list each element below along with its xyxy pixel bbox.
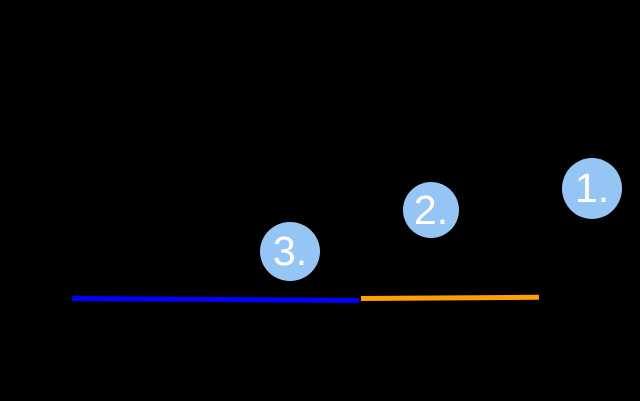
- numbered-marker-1: 1.: [562, 158, 622, 219]
- marker-1-label: 1.: [574, 165, 610, 211]
- marker-2-label: 2.: [413, 186, 449, 233]
- marker-3-label: 3.: [272, 228, 308, 274]
- numbered-marker-3: 3.: [260, 222, 320, 281]
- line-segment-blue: [71, 296, 360, 304]
- numbered-marker-2: 2.: [403, 182, 459, 238]
- line-segment-orange: [360, 294, 540, 301]
